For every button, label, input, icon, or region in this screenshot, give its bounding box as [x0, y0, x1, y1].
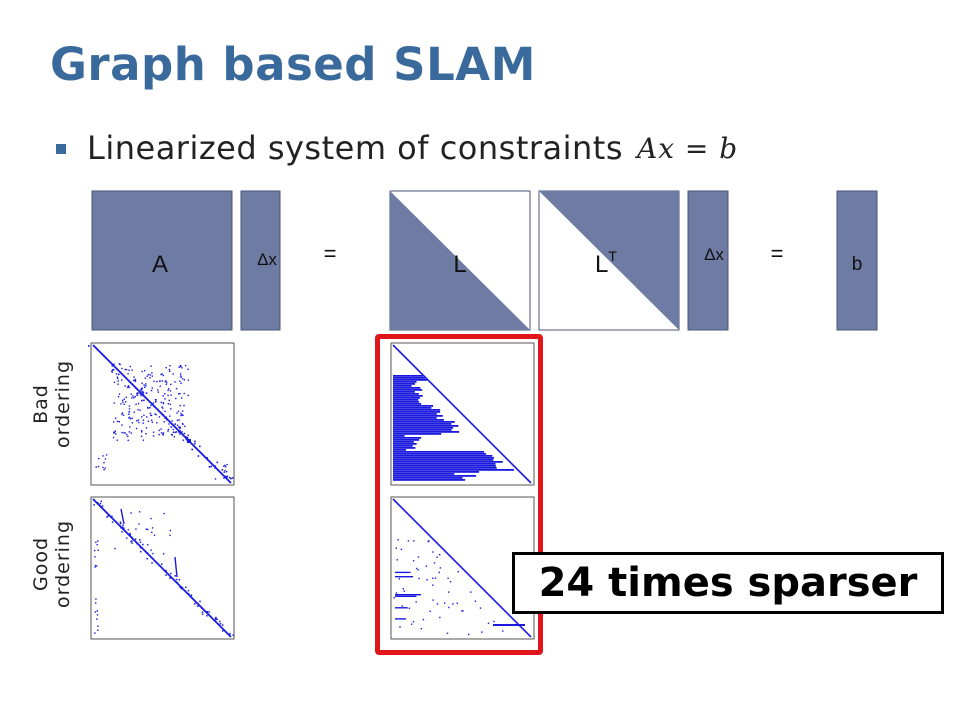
matrix-A — [91, 190, 233, 331]
good-ordering-L-plot — [390, 496, 535, 640]
slide-title: Graph based SLAM — [50, 38, 536, 91]
equals-sign-1: = — [324, 241, 337, 266]
good-ordering-label: Good ordering — [30, 500, 74, 628]
bad-ordering-label-line1: Bad — [30, 384, 52, 424]
matrix-L-label: L — [453, 251, 466, 278]
matrix-A-label: A — [152, 251, 168, 278]
highlight-frame — [375, 334, 543, 655]
matrix-LT-upper-triangle — [539, 191, 679, 330]
good-ordering-label-line2: ordering — [52, 519, 74, 609]
vector-b — [836, 190, 878, 331]
vector-delta-x-2 — [687, 190, 729, 331]
bad-ordering-label: Bad ordering — [30, 340, 74, 468]
vector-b-label: b — [852, 254, 863, 275]
square-bullet-icon — [56, 144, 66, 154]
bad-ordering-A-plot — [88, 342, 235, 486]
good-ordering-label-line1: Good — [30, 536, 52, 592]
delta-x-label-1: Δx — [257, 250, 277, 269]
bad-ordering-L-plot — [390, 342, 535, 486]
matrix-LT-label: LT — [595, 248, 617, 278]
sparser-callout: 24 times sparser — [512, 552, 944, 614]
delta-x-label-2: Δx — [704, 245, 724, 264]
equals-sign-2: = — [771, 241, 784, 266]
matrix-L-lower-triangle — [390, 191, 530, 330]
vector-delta-x-1 — [240, 190, 281, 331]
bullet-item: Linearized system of constraints Ax = b — [56, 128, 738, 168]
bullet-equation: Ax = b — [637, 131, 739, 165]
good-ordering-A-plot — [90, 496, 235, 640]
bullet-text: Linearized system of constraints — [87, 129, 624, 167]
bad-ordering-label-line2: ordering — [52, 359, 74, 449]
